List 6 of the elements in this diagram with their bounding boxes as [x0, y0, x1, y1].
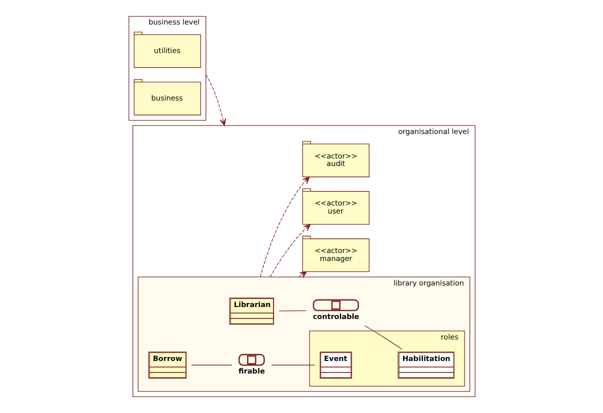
- arrow: [298, 271, 307, 278]
- connector: [364, 325, 402, 350]
- connector: [278, 310, 306, 312]
- arrow: [205, 74, 226, 126]
- connector: [190, 364, 232, 366]
- connector: [270, 364, 314, 366]
